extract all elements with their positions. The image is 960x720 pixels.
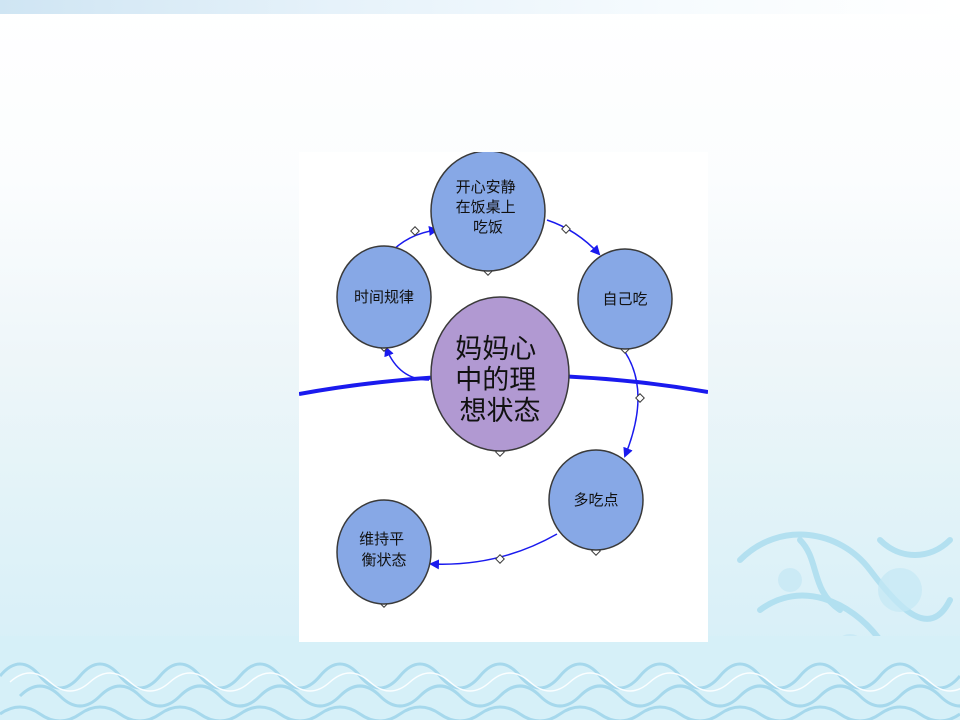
handle-marker [561,224,571,234]
node-center: 妈妈心 中的理 想状态 [430,296,570,452]
center-label-line-1: 妈妈心 [455,334,536,365]
cycle-diagram: 妈妈心 中的理 想状态 开心安静 在饭桌上 吃饭 自己吃 多吃点 [299,152,708,608]
node-n5-label: 时间规律 [354,288,414,306]
node-n1-label-line-3: 吃饭 [473,218,503,236]
node-n1: 开心安静 在饭桌上 吃饭 [430,152,546,272]
node-n3-label: 多吃点 [573,491,618,509]
svg-text:时间规律: 时间规律 [354,288,414,306]
node-n1-label-line-1: 开心安静 [456,178,516,196]
node-n4-label-line-1: 维持平 [359,530,404,548]
handle-marker [410,226,420,236]
svg-text:开心安静 在饭桌上 吃饭: 开心安静 在饭桌上 吃饭 [456,178,521,236]
connector-center-n5 [384,346,430,381]
node-n3: 多吃点 [548,449,644,551]
handle-marker [635,393,645,403]
connector-n1-n2 [546,219,601,256]
wave-border [0,636,960,720]
handle-marker [495,554,505,564]
svg-text:妈妈心 中的理 想状态: 妈妈心 中的理 想状态 [455,334,545,427]
center-label-line-3: 想状态 [460,396,541,427]
top-decor-band [0,0,960,14]
center-label-line-2: 中的理 [455,365,536,396]
node-n4-label-line-2: 衡状态 [361,551,406,569]
svg-text:多吃点: 多吃点 [573,491,618,509]
node-n5: 时间规律 [336,245,432,349]
node-n2-label: 自己吃 [602,290,647,308]
connector-n2-n3 [623,351,639,458]
svg-text:维持平 衡状态: 维持平 衡状态 [359,530,409,569]
connector-n3-n4 [429,533,558,570]
node-n1-label-line-2: 在饭桌上 [456,198,516,216]
diagram-figure: 妈妈心 中的理 想状态 开心安静 在饭桌上 吃饭 自己吃 多吃点 [299,152,708,642]
svg-text:自己吃: 自己吃 [602,290,647,308]
node-n4: 维持平 衡状态 [336,499,432,605]
node-n2: 自己吃 [577,248,673,350]
